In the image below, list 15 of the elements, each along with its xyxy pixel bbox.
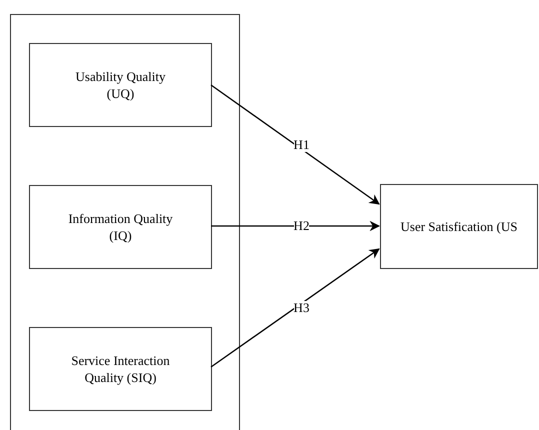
construct-box (29, 43, 212, 127)
construct-box (380, 184, 538, 269)
construct-label: User Satisfication (US (400, 218, 518, 235)
construct-label: Usability Quality (UQ) (74, 68, 166, 102)
construct-label: Information Quality (IQ) (67, 210, 174, 244)
arrow (210, 248, 380, 368)
arrow (211, 220, 380, 232)
construct-label: Service Interaction Quality (SIQ) (70, 352, 171, 386)
edge-label: H1 (294, 138, 310, 152)
group-box (10, 14, 240, 430)
arrow (210, 84, 380, 205)
edge-label: H2 (294, 219, 310, 233)
construct-box (29, 185, 212, 269)
construct-box (29, 327, 212, 411)
edge-label: H3 (294, 301, 310, 315)
